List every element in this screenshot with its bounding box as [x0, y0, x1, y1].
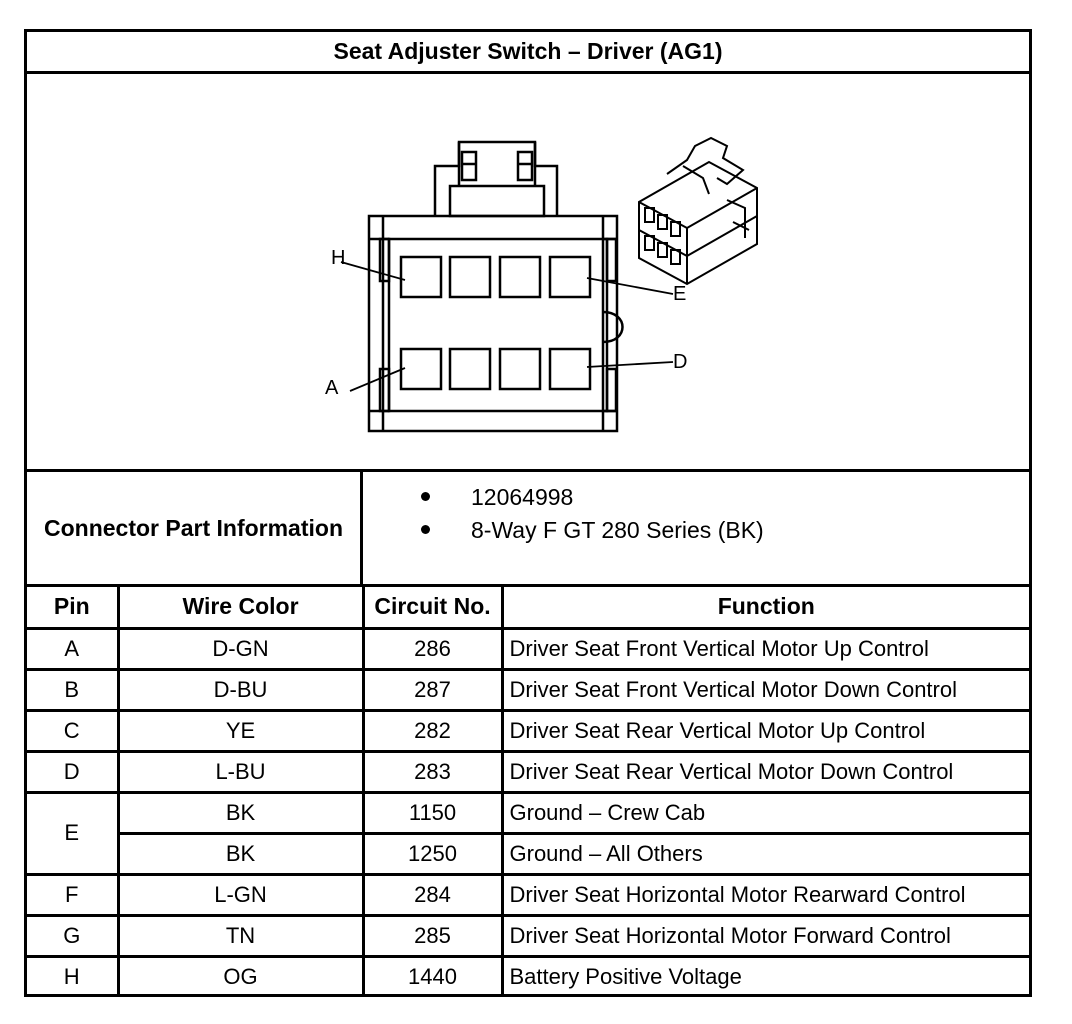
table-row: H OG 1440 Battery Positive Voltage — [27, 954, 1029, 997]
table-row: A D-GN 286 Driver Seat Front Vertical Mo… — [27, 626, 1029, 671]
part-number: 12064998 — [471, 483, 574, 510]
connector-part-label: Connector Part Information — [27, 472, 363, 584]
wire-color-cell: BK — [116, 790, 365, 835]
connector-part-list: 12064998 8-Way F GT 280 Series (BK) — [363, 472, 1029, 584]
wire-color-cell: OG — [116, 954, 365, 997]
wire-color-cell: D-BU — [116, 667, 365, 712]
connector-part-info: Connector Part Information 12064998 8-Wa… — [27, 469, 1029, 587]
list-item: 12064998 — [363, 482, 1029, 512]
circuit-cell: 1150 — [361, 790, 504, 835]
function-cell: Driver Seat Rear Vertical Motor Down Con… — [500, 749, 1029, 794]
function-cell: Ground – Crew Cab — [500, 790, 1029, 835]
page-title: Seat Adjuster Switch – Driver (AG1) — [27, 32, 1029, 74]
table-row: C YE 282 Driver Seat Rear Vertical Motor… — [27, 708, 1029, 753]
circuit-cell: 1250 — [361, 831, 504, 876]
circuit-cell: 282 — [361, 708, 504, 753]
function-cell: Driver Seat Rear Vertical Motor Up Contr… — [500, 708, 1029, 753]
connector-face-diagram: H A E D — [325, 136, 758, 433]
pinout-table: Pin Wire Color Circuit No. Function A D-… — [27, 587, 1029, 997]
table-row: B D-BU 287 Driver Seat Front Vertical Mo… — [27, 667, 1029, 712]
wire-color-cell: L-GN — [116, 872, 365, 917]
table-row: BK 1250 Ground – All Others — [27, 831, 1029, 876]
function-cell: Ground – All Others — [500, 831, 1029, 876]
wire-color-cell: YE — [116, 708, 365, 753]
header-wire-color: Wire Color — [116, 587, 365, 630]
circuit-cell: 285 — [361, 913, 504, 958]
circuit-cell: 286 — [361, 626, 504, 671]
wire-color-cell: TN — [116, 913, 365, 958]
table-header-row: Pin Wire Color Circuit No. Function — [27, 587, 1029, 630]
table-row: G TN 285 Driver Seat Horizontal Motor Fo… — [27, 913, 1029, 958]
header-circuit-no: Circuit No. — [361, 587, 504, 630]
wire-color-cell: D-GN — [116, 626, 365, 671]
pin-label-d: D — [673, 351, 687, 373]
header-pin: Pin — [27, 587, 120, 630]
pin-cell: A — [27, 626, 120, 671]
pin-label-e: E — [673, 283, 686, 305]
connector-drawing: H A E D — [27, 74, 1029, 469]
circuit-cell: 284 — [361, 872, 504, 917]
pin-cell: C — [27, 708, 120, 753]
table-row: D L-BU 283 Driver Seat Rear Vertical Mot… — [27, 749, 1029, 794]
function-cell: Driver Seat Horizontal Motor Forward Con… — [500, 913, 1029, 958]
pin-cell: D — [27, 749, 120, 794]
wire-color-cell: L-BU — [116, 749, 365, 794]
bullet-icon — [421, 525, 430, 534]
pin-cell: B — [27, 667, 120, 712]
list-item: 8-Way F GT 280 Series (BK) — [363, 515, 1029, 545]
function-cell: Driver Seat Front Vertical Motor Up Cont… — [500, 626, 1029, 671]
circuit-cell: 1440 — [361, 954, 504, 997]
pin-label-a: A — [325, 377, 339, 399]
circuit-cell: 287 — [361, 667, 504, 712]
pin-cell: F — [27, 872, 120, 917]
pin-cell: H — [27, 954, 120, 997]
header-function: Function — [500, 587, 1029, 630]
pin-cell: G — [27, 913, 120, 958]
function-cell: Driver Seat Horizontal Motor Rearward Co… — [500, 872, 1029, 917]
function-cell: Battery Positive Voltage — [500, 954, 1029, 997]
bullet-icon — [421, 492, 430, 501]
function-cell: Driver Seat Front Vertical Motor Down Co… — [500, 667, 1029, 712]
pin-cell: E — [27, 790, 120, 876]
connector-sheet: Seat Adjuster Switch – Driver (AG1) — [24, 29, 1032, 997]
table-row: F L-GN 284 Driver Seat Horizontal Motor … — [27, 872, 1029, 917]
connector-description: 8-Way F GT 280 Series (BK) — [471, 516, 764, 543]
circuit-cell: 283 — [361, 749, 504, 794]
table-row: E BK 1150 Ground – Crew Cab — [27, 790, 1029, 876]
pin-label-h: H — [331, 247, 345, 269]
wire-color-cell: BK — [118, 831, 365, 876]
